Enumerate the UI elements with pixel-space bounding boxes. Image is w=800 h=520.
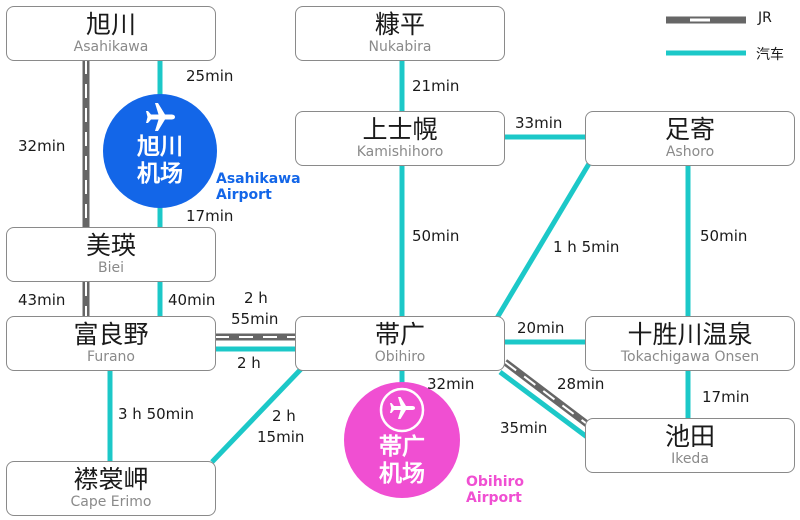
time-furano-obihiro-jr-line1: 2 h xyxy=(244,289,268,307)
station-ashoro[interactable]: 足寄 Ashoro xyxy=(585,111,795,166)
station-nukabira[interactable]: 糠平 Nukabira xyxy=(295,6,505,61)
time-kamishihoro-ashoro: 33min xyxy=(515,114,563,132)
station-name-jp: 糠平 xyxy=(374,10,425,39)
station-kamishihoro[interactable]: 上士幌 Kamishihoro xyxy=(295,111,505,166)
time-furano-obihiro-bus: 2 h xyxy=(237,354,261,372)
bus-line-obihiro-ikeda xyxy=(498,369,589,440)
airport-name-line1: 旭川 xyxy=(137,134,183,160)
time-ashoro-obihiro: 1 h 5min xyxy=(553,238,620,256)
station-name-jp: 足寄 xyxy=(664,115,715,144)
time-tokachigawa-ikeda: 17min xyxy=(702,388,750,406)
station-name-en: Nukabira xyxy=(368,39,432,55)
station-name-jp: 美瑛 xyxy=(85,231,136,260)
station-ikeda[interactable]: 池田 Ikeda xyxy=(585,418,795,473)
station-asahikawa[interactable]: 旭川 Asahikawa xyxy=(6,6,216,61)
station-name-jp: 旭川 xyxy=(85,10,136,39)
station-name-en: Cape Erimo xyxy=(70,494,152,510)
time-asahikawa-airport: 25min xyxy=(186,67,234,85)
time-obihiro-erimo-line2: 15min xyxy=(257,428,305,446)
jr-line-obihiro-ikeda xyxy=(502,359,590,427)
time-obihiro-tokachigawa: 20min xyxy=(517,319,565,337)
airport-name-line2: 机场 xyxy=(379,461,425,487)
station-obihiro[interactable]: 帯广 Obihiro xyxy=(295,316,505,371)
station-name-jp: 十胜川温泉 xyxy=(627,320,753,349)
time-asahikawa-biei: 32min xyxy=(18,137,66,155)
airport-en-line1: Asahikawa xyxy=(216,171,301,187)
station-name-en: Ikeda xyxy=(671,451,709,467)
station-name-en: Ashoro xyxy=(665,144,715,160)
time-obihiro-erimo-line1: 2 h xyxy=(272,407,296,425)
time-furano-erimo: 3 h 50min xyxy=(118,405,194,423)
airport-en-line1: Obihiro xyxy=(466,474,525,490)
station-name-jp: 上士幌 xyxy=(362,115,438,144)
time-furano-obihiro-jr-line2: 55min xyxy=(231,310,279,328)
station-name-en: Asahikawa xyxy=(73,39,149,55)
station-name-en: Obihiro xyxy=(374,349,426,365)
obihiro-airport[interactable]: 帯广 机场 xyxy=(344,382,460,498)
station-furano[interactable]: 富良野 Furano xyxy=(6,316,216,371)
legend xyxy=(666,16,746,56)
time-obihiro-airport: 32min xyxy=(427,375,475,393)
legend-jr-label: JR xyxy=(758,10,772,26)
airplane-icon xyxy=(146,103,175,131)
time-airport-biei: 17min xyxy=(186,207,234,225)
time-ashoro-tokachigawa: 50min xyxy=(700,227,748,245)
airport-en-line2: Airport xyxy=(216,187,272,203)
asahikawa-airport-en: Asahikawa Airport xyxy=(216,171,301,203)
time-obihiro-ikeda-jr: 28min xyxy=(557,375,605,393)
station-name-jp: 帯广 xyxy=(374,320,425,349)
airport-name-line2: 机场 xyxy=(137,161,183,187)
station-biei[interactable]: 美瑛 Biei xyxy=(6,227,216,282)
airplane-icon xyxy=(379,387,425,433)
station-name-jp: 池田 xyxy=(664,422,715,451)
station-name-jp: 襟裳岬 xyxy=(73,465,149,494)
time-nukabira-kamishihoro: 21min xyxy=(412,77,460,95)
airport-name-line1: 帯广 xyxy=(379,434,425,460)
station-name-en: Biei xyxy=(98,260,124,276)
bus-line-obihiro-erimo xyxy=(210,366,304,464)
station-name-en: Kamishihoro xyxy=(356,144,444,160)
legend-bus-label: 汽车 xyxy=(756,47,784,63)
obihiro-airport-en: Obihiro Airport xyxy=(466,474,524,506)
time-obihiro-ikeda-bus: 35min xyxy=(500,419,548,437)
station-name-en: Tokachigawa Onsen xyxy=(620,349,760,365)
time-kamishihoro-obihiro: 50min xyxy=(412,227,460,245)
station-name-jp: 富良野 xyxy=(73,320,149,349)
bus-line-ashoro-obihiro xyxy=(494,160,593,320)
time-biei-furano-jr: 43min xyxy=(18,291,66,309)
station-tokachigawa-onsen[interactable]: 十胜川温泉 Tokachigawa Onsen xyxy=(585,316,795,371)
asahikawa-airport[interactable]: 旭川 机场 xyxy=(103,94,217,208)
station-name-en: Furano xyxy=(87,349,135,365)
airport-en-line2: Airport xyxy=(466,490,522,506)
time-biei-furano-bus: 40min xyxy=(168,291,216,309)
station-cape-erimo[interactable]: 襟裳岬 Cape Erimo xyxy=(6,461,216,516)
